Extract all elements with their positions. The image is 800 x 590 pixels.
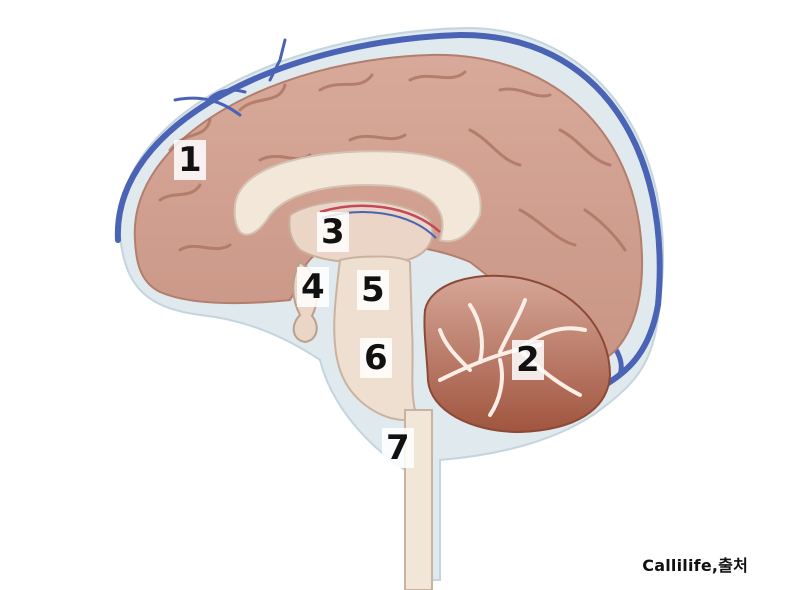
- fornix-vessel: [319, 204, 441, 233]
- image-credit: Callilife,출처: [642, 556, 748, 575]
- label-2: 2: [512, 340, 544, 380]
- label-4: 4: [297, 267, 329, 307]
- surface-vessels: [173, 38, 287, 117]
- dura-mater: [114, 31, 663, 388]
- gyri-lines: [158, 70, 627, 252]
- label-5: 5: [357, 270, 389, 310]
- corpus-callosum: [233, 150, 482, 243]
- label-6: 6: [360, 338, 392, 378]
- label-1: 1: [174, 140, 206, 180]
- label-3: 3: [317, 212, 349, 252]
- diencephalon: [288, 199, 434, 265]
- label-7: 7: [382, 428, 414, 468]
